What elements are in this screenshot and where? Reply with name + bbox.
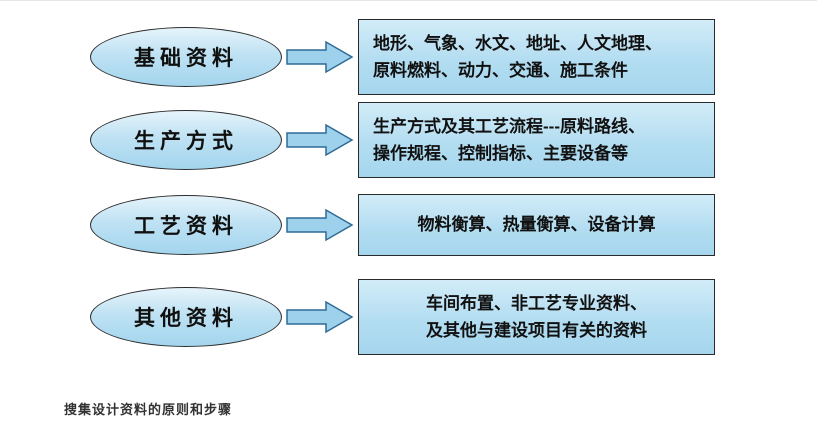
right-arrow-icon	[286, 40, 354, 74]
stage-ellipse: 其他资料	[90, 287, 282, 347]
detail-line: 地形、气象、水文、地址、人文地理、	[373, 33, 662, 53]
detail-box: 生产方式及其工艺流程---原料路线、 操作规程、控制指标、主要设备等	[358, 102, 715, 178]
flow-row-process-data: 工艺资料 物料衡算、热量衡算、设备计算	[0, 194, 817, 256]
stage-label: 基础资料	[134, 47, 238, 70]
detail-line: 原料燃料、动力、交通、施工条件	[373, 61, 628, 80]
right-arrow-icon	[286, 300, 354, 334]
detail-line: 物料衡算、热量衡算、设备计算	[417, 215, 656, 235]
stage-label: 其他资料	[134, 307, 238, 330]
flow-row-other-data: 其他资料 车间布置、非工艺专业资料、 及其他与建设项目有关的资料	[0, 279, 817, 355]
stage-ellipse: 生产方式	[90, 110, 282, 170]
stage-ellipse: 基础资料	[90, 27, 282, 87]
detail-line: 操作规程、控制指标、主要设备等	[373, 144, 628, 163]
detail-line: 及其他与建设项目有关的资料	[426, 321, 647, 340]
detail-box: 车间布置、非工艺专业资料、 及其他与建设项目有关的资料	[358, 279, 715, 355]
diagram-caption: 搜集设计资料的原则和步骤	[64, 402, 233, 417]
right-arrow-icon	[286, 123, 354, 157]
right-arrow-icon	[286, 208, 354, 242]
detail-line: 车间布置、非工艺专业资料、	[426, 293, 647, 313]
detail-box: 物料衡算、热量衡算、设备计算	[358, 194, 715, 256]
stage-ellipse: 工艺资料	[90, 195, 282, 255]
detail-box: 地形、气象、水文、地址、人文地理、 原料燃料、动力、交通、施工条件	[358, 19, 715, 95]
stage-label: 生产方式	[134, 130, 238, 153]
flow-row-production-method: 生产方式 生产方式及其工艺流程---原料路线、 操作规程、控制指标、主要设备等	[0, 102, 817, 178]
detail-line: 生产方式及其工艺流程---原料路线、	[373, 116, 645, 136]
flow-row-basic-data: 基础资料 地形、气象、水文、地址、人文地理、 原料燃料、动力、交通、施工条件	[0, 19, 817, 95]
stage-label: 工艺资料	[134, 215, 238, 238]
